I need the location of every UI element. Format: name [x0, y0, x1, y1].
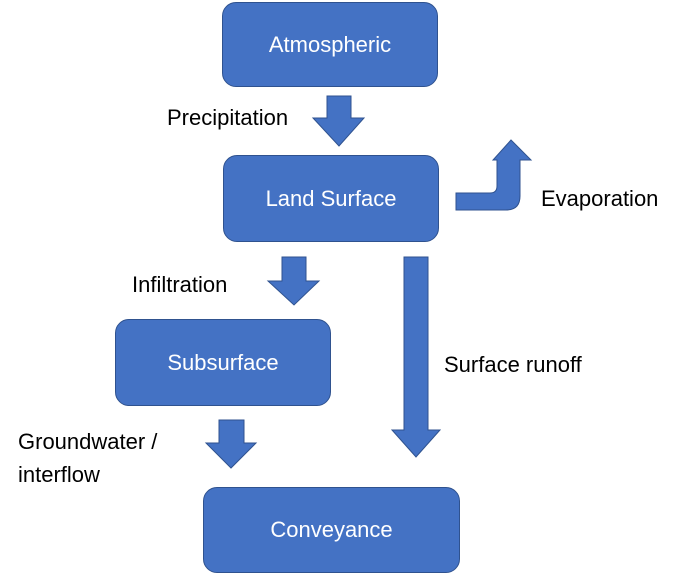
- precipitation-arrow: [311, 95, 366, 147]
- node-atmospheric-label: Atmospheric: [268, 31, 392, 57]
- surface-runoff-arrow: [390, 256, 442, 458]
- node-subsurface: Subsurface: [115, 319, 331, 406]
- groundwater-label-line2: interflow: [18, 462, 100, 487]
- node-atmospheric: Atmospheric: [222, 2, 438, 87]
- groundwater-arrow: [204, 419, 258, 469]
- node-subsurface-label: Subsurface: [167, 349, 279, 375]
- surface-runoff-label: Surface runoff: [444, 352, 582, 377]
- infiltration-arrow: [266, 256, 321, 306]
- node-conveyance: Conveyance: [203, 487, 460, 573]
- node-conveyance-label: Conveyance: [270, 517, 393, 542]
- precipitation-label: Precipitation: [167, 105, 289, 130]
- node-land-surface-label: Land Surface: [265, 185, 397, 211]
- evaporation-label: Evaporation: [541, 186, 659, 211]
- infiltration-label: Infiltration: [132, 272, 228, 297]
- node-land-surface: Land Surface: [223, 155, 439, 242]
- evaporation-arrow: [455, 139, 533, 211]
- groundwater-label-line1: Groundwater /: [18, 429, 158, 454]
